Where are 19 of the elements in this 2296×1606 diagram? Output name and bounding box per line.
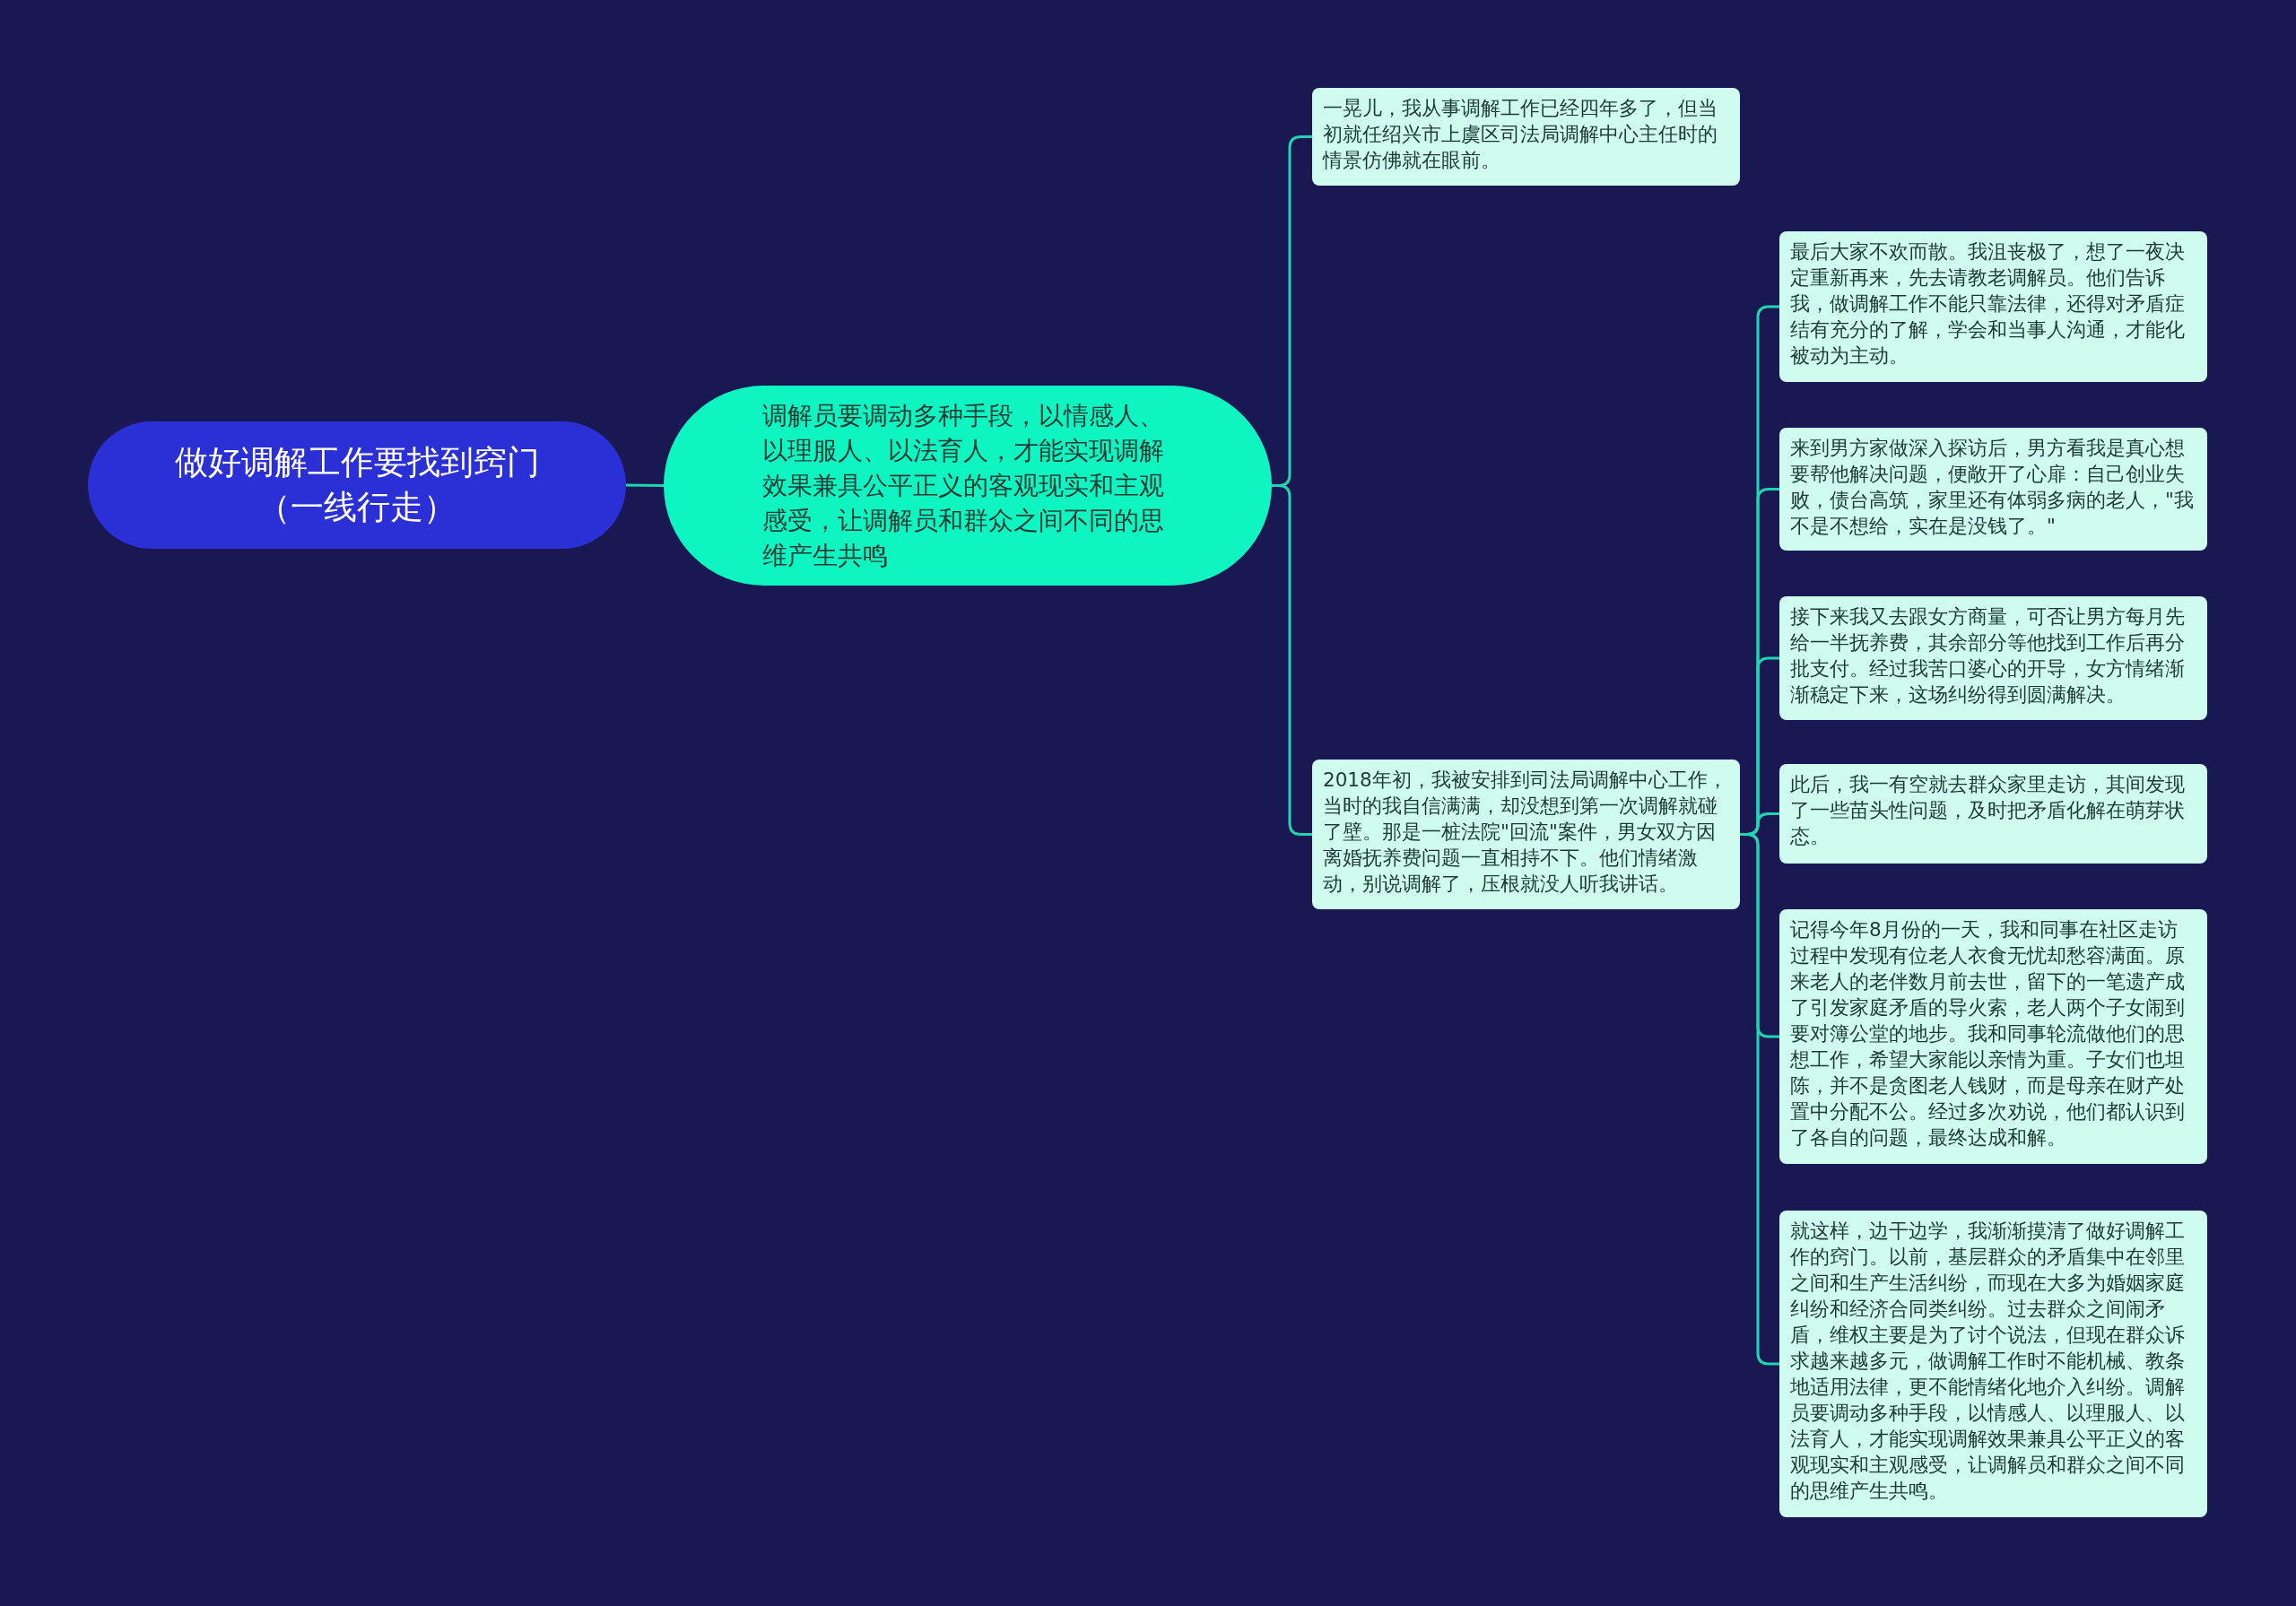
- text-card: [1312, 88, 1740, 186]
- text-card: [1779, 231, 2207, 382]
- node-text: 此后，我一有空就去群众家里走访，其间发现了一些苗头性问题，及时把矛盾化解在萌芽状态。: [1790, 772, 2186, 849]
- node-text: 来到男方家做深入探访后，男方看我是真心想要帮他解决问题，便敞开了心扉：自己创业失败，债台高筑，家里还有体弱多病的老人，"我不是不想给，实在是没钱了。": [1790, 436, 2195, 539]
- connector-line: [1272, 484, 1312, 836]
- node-text: 调解员要调动多种手段，以情感人、以理服人、以法育人，才能实现调解效果兼具公平正义的客观现实和主观感受，让调解员和群众之间不同的思维产生共鸣: [762, 400, 1165, 572]
- node-text: 一晃儿，我从事调解工作已经四年多了，但当初就任绍兴市上虞区司法局调解中心主任时的情景仿佛就在眼前。: [1323, 96, 1718, 173]
- text-card: [1779, 909, 2207, 1164]
- node-text: 最后大家不欢而散。我沮丧极了，想了一夜决定重新再来，先去请教老调解员。他们告诉我，做调解工作不能只靠法律，还得对矛盾症结有充分的了解，学会和当事人沟通，才能化被动为主动。: [1790, 239, 2186, 369]
- text-card: [1779, 428, 2207, 551]
- node-text: 接下来我又去跟女方商量，可否让男方每月先给一半抚养费，其余部分等他找到工作后再分批支付。经过我苦口婆心的开导，女方情绪渐渐稳定下来，这场纠纷得到圆满解决。: [1790, 604, 2186, 708]
- text-card: [1312, 760, 1740, 909]
- text-card: [1779, 764, 2207, 864]
- connector-line: [626, 483, 664, 487]
- node-text: 2018年初，我被安排到司法局调解中心工作，当时的我自信满满，却没想到第一次调解就碰了壁。那是一桩法院"回流"案件，男女双方因离婚抚养费问题一直相持不下。他们情绪激动，别说调解了，压根就没人听我讲话。: [1323, 768, 1728, 897]
- node-text: 记得今年8月份的一天，我和同事在社区走访过程中发现有位老人衣食无忧却愁容满面。原来老人的老伴数月前去世，留下的一笔遗产成了引发家庭矛盾的导火索，老人两个子女闹到要对簿公堂的地步。我和同事轮流做他们的思想工作，希望大家能以亲情为重。子女们也坦陈，并不是贪图老人钱财，而是母亲在财产处置中分配不公。经过多次劝说，他们都认识到了各自的问题，最终达成和解。: [1790, 917, 2186, 1150]
- node-text: 就这样，边干边学，我渐渐摸清了做好调解工作的窍门。以前，基层群众的矛盾集中在邻里之间和生产生活纠纷，而现在大多为婚姻家庭纠纷和经济合同类纠纷。过去群众之间闹矛盾，维权主要是为了讨个说法，但现在群众诉求越来越多元，做调解工作时不能机械、教条地适用法律，更不能情绪化地介入纠纷。调解员要调动多种手段，以情感人、以理服人、以法育人，才能实现调解效果兼具公平正义的客观现实和主观感受，让调解员和群众之间不同的思维产生共鸣。: [1790, 1219, 2186, 1504]
- text-card: [1779, 596, 2207, 720]
- node-text: 做好调解工作要找到窍门（一线行走）: [173, 442, 541, 528]
